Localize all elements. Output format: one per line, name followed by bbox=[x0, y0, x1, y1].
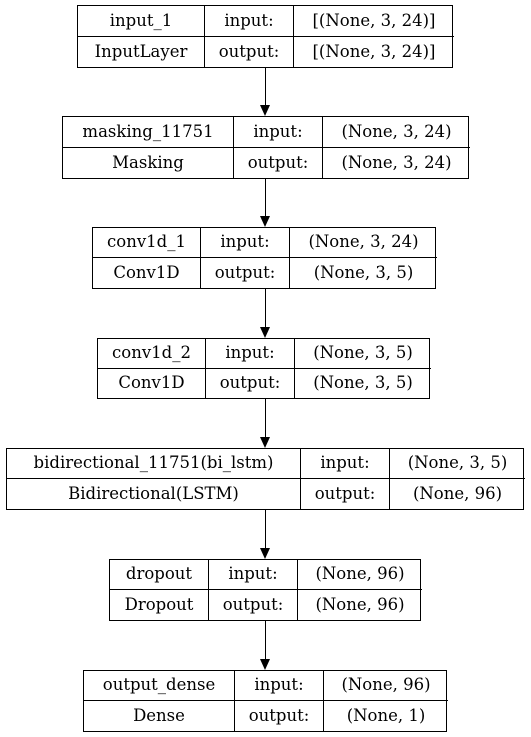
input-label: input: bbox=[206, 339, 295, 369]
output-label: output: bbox=[235, 701, 324, 731]
output-label: output: bbox=[205, 36, 294, 67]
input-shape: (None, 3, 24) bbox=[323, 117, 470, 148]
arrowhead-icon bbox=[260, 105, 270, 116]
output-label: output: bbox=[209, 590, 298, 620]
input-label: input: bbox=[209, 560, 298, 590]
layer-name: output_dense bbox=[84, 671, 235, 701]
input-label: input: bbox=[235, 671, 324, 701]
layer-type: Dense bbox=[84, 701, 235, 731]
output-label: output: bbox=[301, 479, 390, 509]
output-shape: [(None, 3, 24)] bbox=[312, 41, 436, 61]
layer-type: Conv1D bbox=[93, 258, 201, 288]
layer-name: masking_11751 bbox=[63, 117, 234, 148]
layer-type: Dropout bbox=[110, 590, 209, 620]
edge-line bbox=[264, 510, 266, 549]
edge-line bbox=[264, 399, 266, 438]
output-shape: (None, 96) bbox=[315, 594, 405, 614]
output-shape: (None, 3, 5) bbox=[313, 262, 414, 282]
input-label: input: bbox=[205, 6, 294, 37]
layer-type: Conv1D bbox=[98, 368, 206, 398]
layer-type: Masking bbox=[63, 147, 234, 178]
output-shape: (None, 96) bbox=[412, 483, 503, 503]
layer-name: conv1d_2 bbox=[98, 339, 206, 369]
layer-type: InputLayer bbox=[78, 36, 205, 67]
arrowhead-icon bbox=[260, 659, 270, 670]
output-label: output: bbox=[201, 258, 290, 288]
output-label: output: bbox=[206, 368, 295, 398]
input-label: input: bbox=[301, 449, 390, 479]
arrowhead-icon bbox=[260, 216, 270, 227]
edge-line bbox=[264, 179, 266, 217]
input-shape: (None, 3, 5) bbox=[390, 449, 525, 479]
arrowhead-icon bbox=[260, 327, 270, 338]
input-shape: (None, 96) bbox=[298, 560, 422, 590]
input-label: input: bbox=[201, 228, 290, 258]
edge-line bbox=[264, 621, 266, 660]
layer-node: bidirectional_11751(bi_lstm)input:(None,… bbox=[6, 448, 525, 510]
edge-line bbox=[264, 289, 266, 328]
input-label: input: bbox=[234, 117, 323, 148]
layer-name: bidirectional_11751(bi_lstm) bbox=[7, 449, 301, 479]
arrowhead-icon bbox=[260, 548, 270, 559]
output-shape: (None, 1) bbox=[346, 705, 426, 725]
input-shape: [(None, 3, 24)] bbox=[294, 6, 454, 37]
layer-type: Bidirectional(LSTM) bbox=[7, 479, 301, 509]
input-shape: (None, 3, 5) bbox=[295, 339, 431, 369]
input-shape: (None, 96) bbox=[324, 671, 448, 701]
layer-name: input_1 bbox=[78, 6, 205, 37]
layer-name: dropout bbox=[110, 560, 209, 590]
edge-line bbox=[264, 68, 266, 106]
input-shape: (None, 3, 24) bbox=[290, 228, 437, 258]
output-shape: (None, 3, 24) bbox=[341, 152, 452, 172]
output-shape: (None, 3, 5) bbox=[313, 373, 413, 392]
layer-name: conv1d_1 bbox=[93, 228, 201, 258]
output-label: output: bbox=[234, 147, 323, 178]
arrowhead-icon bbox=[260, 437, 270, 448]
